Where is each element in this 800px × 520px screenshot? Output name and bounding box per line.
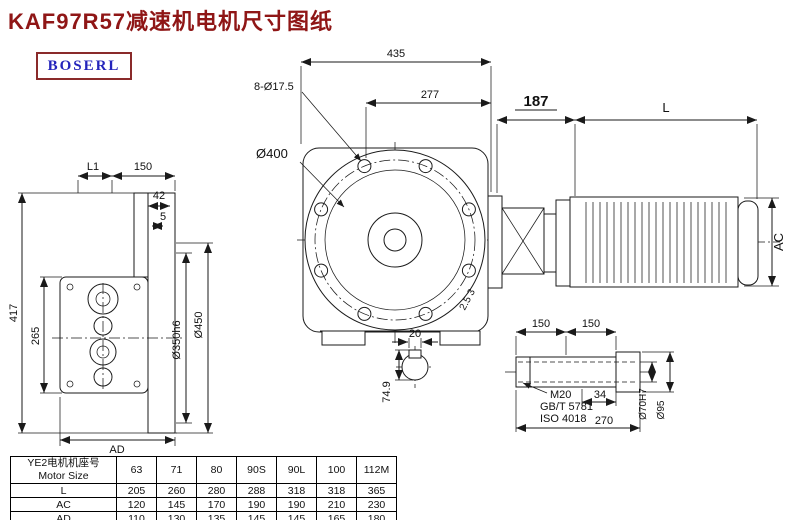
motor-flange xyxy=(555,199,571,287)
cell: 230 xyxy=(356,497,397,512)
shaft-hub xyxy=(615,351,641,393)
cell: 130 xyxy=(156,511,197,520)
motor-size-table: YE2电机机座号 Motor Size 63 71 80 90S 90L 100… xyxy=(10,456,397,520)
col-header: 112M xyxy=(356,456,397,484)
dim-m20: M20 xyxy=(550,389,571,401)
dim-277: 277 xyxy=(421,89,439,101)
col-header: 100 xyxy=(316,456,357,484)
side-view-flange-plate xyxy=(147,192,176,434)
side-view: L1 150 42 5 417 265 AD Ø350h6 Ø450 xyxy=(8,161,213,456)
dim-ad: AD xyxy=(109,444,124,456)
cell: 110 xyxy=(116,511,157,520)
row-label: AD xyxy=(10,511,117,520)
adapter-plate xyxy=(487,195,503,289)
dim-417: 417 xyxy=(8,304,20,322)
motor-fins xyxy=(585,202,727,283)
dim-270: 270 xyxy=(595,415,613,427)
dim-l: L xyxy=(662,100,669,115)
dim-95: Ø95 xyxy=(656,400,667,419)
table-row-AD: AD 110 130 135 145 145 165 180 xyxy=(10,511,397,520)
motor-size-header-en: Motor Size xyxy=(38,470,89,482)
dim-5: 5 xyxy=(160,211,166,223)
col-header: 90L xyxy=(276,456,317,484)
cell: 205 xyxy=(116,483,157,498)
cell: 365 xyxy=(356,483,397,498)
keyway xyxy=(408,349,422,359)
table-row-L: L 205 260 280 288 318 318 365 xyxy=(10,483,397,498)
bore-section: 20 74.9 xyxy=(381,328,438,403)
cell: 288 xyxy=(236,483,277,498)
table-row-AC: AC 120 145 170 190 190 210 230 xyxy=(10,497,397,512)
cell: 135 xyxy=(196,511,237,520)
page-title: KAF97R57减速机电机尺寸图纸 xyxy=(8,9,334,34)
shaft-body xyxy=(515,356,617,388)
cell: 318 xyxy=(316,483,357,498)
row-label: AC xyxy=(10,497,117,512)
standard-gbt: GB/T 5781 xyxy=(540,401,593,413)
dim-42: 42 xyxy=(153,190,165,202)
cell: 260 xyxy=(156,483,197,498)
motor-body xyxy=(569,196,739,288)
cell: 210 xyxy=(316,497,357,512)
flange-outer-circle xyxy=(304,149,486,331)
dim-34: 34 xyxy=(594,389,606,401)
dim-shaft-150-b: 150 xyxy=(582,318,600,330)
cell: 145 xyxy=(236,511,277,520)
row-label: L xyxy=(10,483,117,498)
dim-400: Ø400 xyxy=(256,146,288,161)
cell: 280 xyxy=(196,483,237,498)
dim-187: 187 xyxy=(523,93,548,110)
motor-size-header-cn: YE2电机机座号 xyxy=(27,457,100,469)
col-header: 63 xyxy=(116,456,157,484)
dim-shaft-150-a: 150 xyxy=(532,318,550,330)
cell: 165 xyxy=(316,511,357,520)
dim-74-9: 74.9 xyxy=(381,381,393,402)
cell: 318 xyxy=(276,483,317,498)
cell: 190 xyxy=(236,497,277,512)
motor-view: 187 L AC xyxy=(487,93,786,289)
brand-logo: BOSERL xyxy=(36,52,132,80)
dim-265: 265 xyxy=(30,327,42,345)
dim-150-left: 150 xyxy=(134,161,152,173)
dim-70h7: Ø70H7 xyxy=(638,388,649,420)
cell: 180 xyxy=(356,511,397,520)
dim-20: 20 xyxy=(409,328,421,340)
dim-350h6: Ø350h6 xyxy=(171,320,183,359)
shaft-detail: 150 150 M20 GB/T 5781 ISO 4018 34 270 Ø7… xyxy=(505,318,674,432)
side-view-rib xyxy=(133,192,149,278)
dim-bolt-holes: 8-Ø17.5 xyxy=(254,81,294,93)
cell: 190 xyxy=(276,497,317,512)
dim-l1: L1 xyxy=(87,161,99,173)
col-header: 71 xyxy=(156,456,197,484)
cell: 120 xyxy=(116,497,157,512)
col-header: 80 xyxy=(196,456,237,484)
fan-cover xyxy=(737,200,759,286)
cell: 145 xyxy=(156,497,197,512)
col-header: 90S xyxy=(236,456,277,484)
cell: 145 xyxy=(276,511,317,520)
motor-size-header: YE2电机机座号 Motor Size xyxy=(10,456,117,484)
standard-iso: ISO 4018 xyxy=(540,413,586,425)
front-view: 2.5 3 435 8-Ø17.5 277 Ø400 xyxy=(254,48,493,346)
dim-435: 435 xyxy=(387,48,405,60)
dim-450: Ø450 xyxy=(193,312,205,339)
table-header-row: YE2电机机座号 Motor Size 63 71 80 90S 90L 100… xyxy=(10,456,397,484)
cell: 170 xyxy=(196,497,237,512)
dim-ac: AC xyxy=(771,233,786,251)
